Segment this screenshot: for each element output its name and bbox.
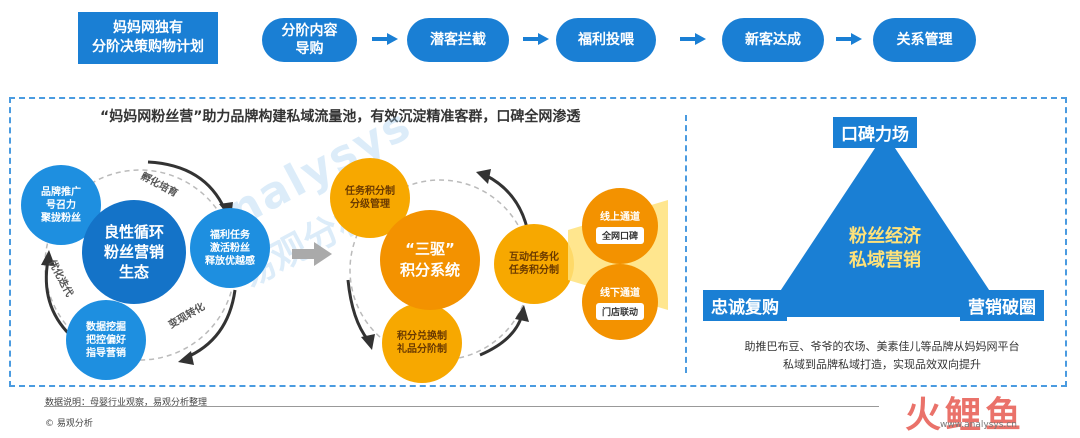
node-line: 积分兑换制: [397, 331, 447, 342]
node-data-mining: 数据挖掘 把控偏好 指导营销: [66, 300, 146, 380]
node-line: 把控偏好: [86, 334, 126, 346]
center-line: “三驱”: [405, 240, 455, 258]
node-interactive-task: 互动任务化 任务积分制: [494, 224, 574, 304]
panel-divider: [685, 115, 687, 373]
center-line: 积分系统: [399, 261, 460, 279]
center-line: 生态: [118, 263, 149, 281]
channel-title: 线上通道: [600, 212, 640, 223]
channel-offline: 线下通道 门店联动: [582, 264, 658, 340]
brand-logo: 火鲤鱼: [905, 395, 1026, 436]
node-line: 号召力: [46, 199, 76, 211]
plan-title-line-2: 分阶决策购物计划: [92, 39, 204, 55]
plan-title-box: 妈妈网独有 分阶决策购物计划: [78, 12, 218, 64]
step-prospect-capture: 潜客拦截: [407, 18, 509, 62]
center-line: 粉丝经济: [849, 226, 921, 247]
triangle-center: 粉丝经济 私域营销: [835, 225, 935, 273]
channel-title: 线下通道: [600, 288, 640, 299]
step-label: 新客达成: [745, 32, 801, 48]
step-label-line-1: 分阶内容: [281, 23, 338, 39]
triangle-caption: 助推巴布豆、爷爷的农场、美素佳儿等品牌从妈妈网平台 私域到品牌私域打造，实现品效…: [712, 338, 1052, 374]
node-line: 聚拢粉丝: [41, 212, 81, 224]
node-line: 礼品分阶制: [397, 344, 447, 355]
node-line: 任务积分制: [509, 265, 559, 276]
step-label: 关系管理: [896, 32, 953, 48]
step-benefit-feeding: 福利投喂: [556, 18, 656, 62]
triangle-left-label: 忠诚复购: [703, 290, 787, 321]
node-line: 品牌推广: [41, 186, 81, 198]
node-line: 释放优越感: [205, 255, 255, 267]
node-line: 任务积分制: [345, 186, 395, 197]
copyright: © 易观分析: [45, 419, 93, 429]
node-three-drive: “三驱” 积分系统: [380, 210, 480, 310]
channel-online: 线上通道 全网口碑: [582, 188, 658, 264]
center-line: 良性循环: [103, 223, 164, 241]
step-new-customer: 新客达成: [722, 18, 824, 62]
arrow-right-icon: [372, 33, 398, 45]
step-label-line-2: 导购: [295, 41, 324, 57]
triangle-top-label: 口碑力场: [833, 117, 917, 148]
arrow-right-icon: [292, 242, 332, 266]
step-label: 福利投喂: [578, 32, 634, 48]
node-line: 激活粉丝: [210, 242, 250, 254]
node-line: 数据挖掘: [86, 321, 126, 333]
center-line: 私域营销: [849, 250, 921, 271]
node-points-redeem: 积分兑换制 礼品分阶制: [382, 303, 462, 383]
brand-logo-url: www.analysys.cn: [940, 420, 1017, 430]
arrow-right-icon: [836, 33, 862, 45]
node-line: 指导营销: [86, 347, 126, 359]
channel-chip: 全网口碑: [595, 227, 644, 244]
headline: “妈妈网粉丝营”助力品牌构建私域流量池，有效沉淀精准客群，口碑全网渗透: [100, 109, 581, 125]
footer-rule: [44, 406, 879, 407]
node-virtuous-cycle: 良性循环 粉丝营销 生态: [82, 200, 186, 304]
caption-line: 助推巴布豆、爷爷的农场、美素佳儿等品牌从妈妈网平台: [744, 340, 1020, 353]
node-line: 分级管理: [350, 199, 390, 210]
arrow-right-icon: [680, 33, 706, 45]
node-line: 互动任务化: [509, 252, 559, 263]
data-note: 数据说明：母婴行业观察，易观分析整理: [45, 398, 208, 408]
triangle-shape: [763, 133, 1007, 317]
center-line: 粉丝营销: [103, 243, 164, 261]
step-content-guide: 分阶内容 导购: [262, 18, 357, 62]
triangle-right-label: 营销破圈: [960, 290, 1044, 321]
channel-chip: 门店联动: [595, 303, 644, 320]
node-benefit-task: 福利任务 激活粉丝 释放优越感: [190, 208, 270, 288]
arrow-right-icon: [523, 33, 549, 45]
caption-line: 私域到品牌私域打造，实现品效双向提升: [783, 358, 981, 371]
step-relationship-mgmt: 关系管理: [873, 18, 976, 62]
plan-title-line-1: 妈妈网独有: [113, 20, 183, 36]
step-label: 潜客拦截: [430, 32, 486, 48]
main-panel: [9, 97, 1067, 387]
node-line: 福利任务: [210, 229, 250, 241]
